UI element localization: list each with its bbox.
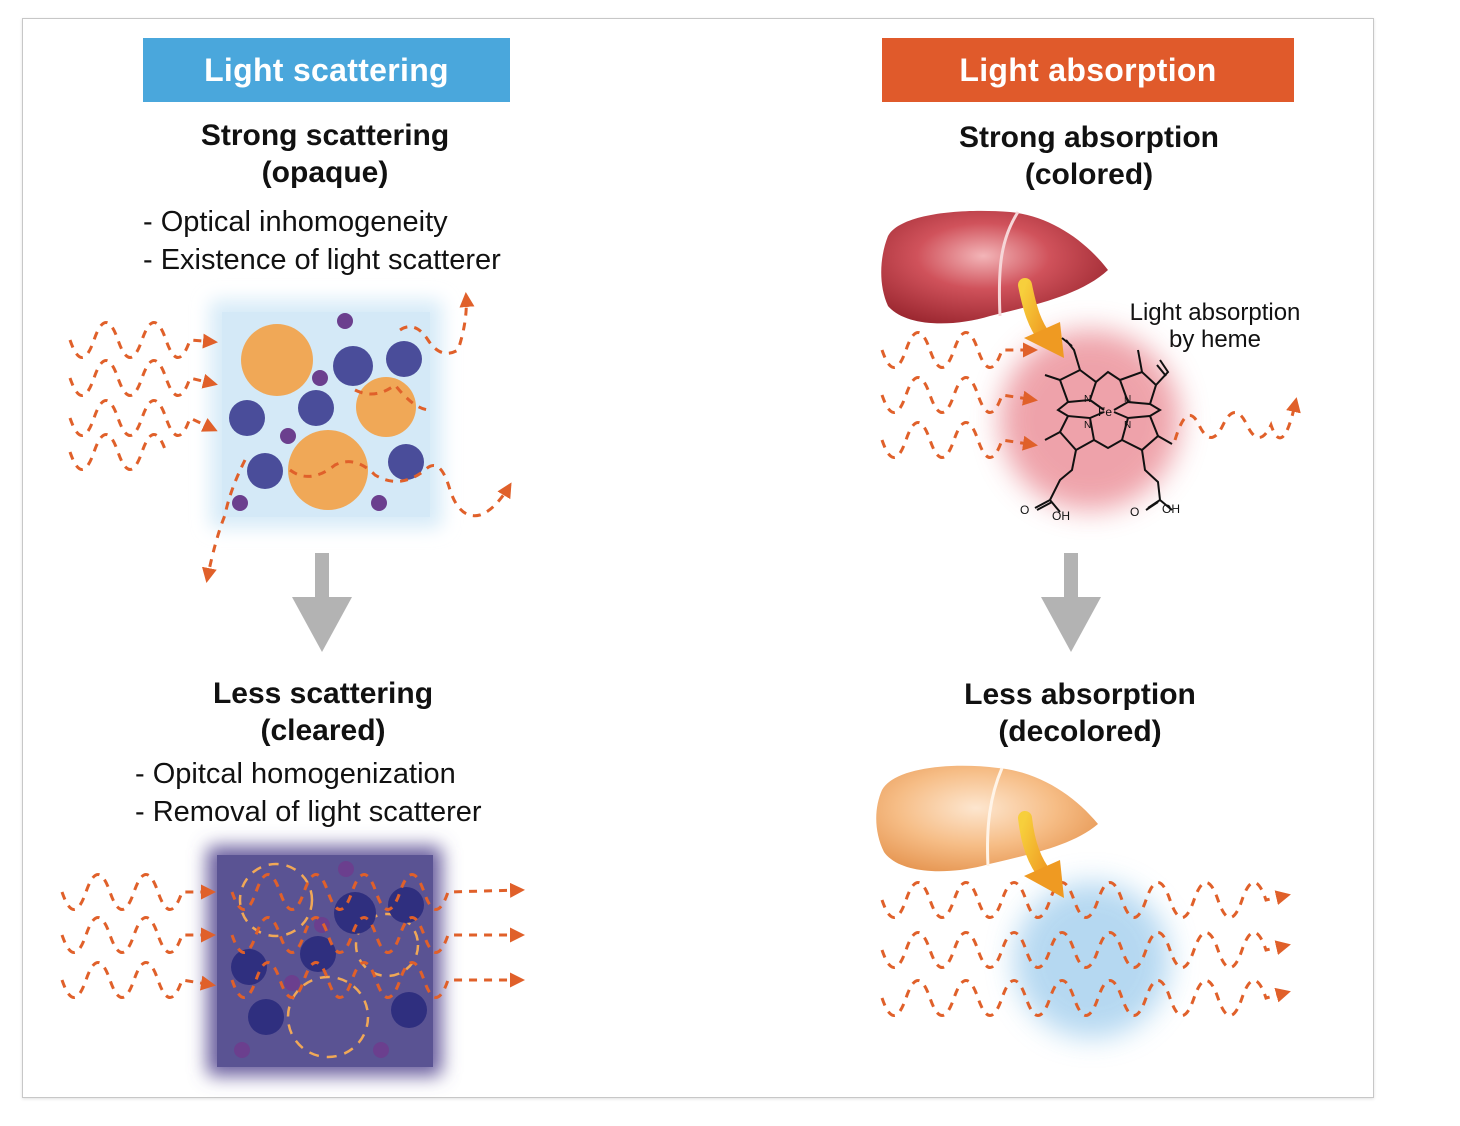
left-process-arrow bbox=[292, 553, 352, 652]
transmitted-light-rays-left bbox=[60, 873, 525, 999]
decolored-liver bbox=[876, 765, 1098, 872]
strong-absorption-title: Strong absorption bbox=[959, 121, 1219, 154]
bullet-item: - Removal of light scatterer bbox=[135, 796, 482, 828]
right-process-arrow bbox=[1041, 553, 1101, 652]
svg-text:N: N bbox=[1084, 394, 1091, 405]
heme-absorption-note: Light absorption by heme bbox=[1110, 299, 1320, 353]
less-scattering-heading: Less scattering (cleared) bbox=[113, 675, 533, 749]
strong-absorption-heading: Strong absorption (colored) bbox=[879, 119, 1299, 193]
strong-scattering-subtitle: (opaque) bbox=[261, 156, 389, 189]
bullet-item: - Opitcal homogenization bbox=[135, 758, 456, 790]
heme-atom-labels: Fe N N N N O OH O OH bbox=[1020, 394, 1180, 523]
cleared-tiny-scatterers bbox=[234, 861, 389, 1058]
strong-scattering-bullets: - Optical inhomogeneity - Existence of l… bbox=[143, 203, 501, 279]
less-absorption-title: Less absorption bbox=[964, 678, 1196, 711]
bullet-item: - Existence of light scatterer bbox=[143, 244, 501, 276]
decolored-glow bbox=[1014, 882, 1170, 1038]
heme-note-line1: Light absorption bbox=[1129, 299, 1301, 326]
colored-liver bbox=[881, 210, 1108, 324]
absorption-light-rays bbox=[880, 331, 1301, 459]
svg-text:N: N bbox=[1084, 420, 1091, 431]
less-absorption-heading: Less absorption (decolored) bbox=[870, 676, 1290, 750]
svg-text:N: N bbox=[1124, 420, 1131, 431]
cleared-scatterer-outlines bbox=[238, 862, 420, 1059]
svg-text:N: N bbox=[1124, 394, 1131, 405]
yellow-curved-arrow-bottom bbox=[1018, 811, 1064, 898]
svg-text:O: O bbox=[1020, 503, 1029, 517]
heme-note-line2: by heme bbox=[1168, 326, 1262, 353]
light-absorption-badge: Light absorption bbox=[882, 38, 1294, 102]
strong-absorption-subtitle: (colored) bbox=[1024, 158, 1154, 191]
bullet-item: - Optical inhomogeneity bbox=[143, 206, 448, 238]
tiny-scatterers bbox=[232, 313, 387, 511]
less-scattering-bullets: - Opitcal homogenization - Removal of li… bbox=[135, 755, 482, 831]
less-scattering-title: Less scattering bbox=[212, 677, 434, 710]
svg-text:OH: OH bbox=[1162, 502, 1180, 516]
strong-scattering-title: Strong scattering bbox=[200, 119, 450, 152]
less-scattering-subtitle: (cleared) bbox=[260, 714, 386, 747]
small-scatterers bbox=[229, 341, 424, 489]
yellow-curved-arrow-top bbox=[1018, 278, 1064, 358]
scattered-light-rays bbox=[68, 292, 512, 583]
svg-text:O: O bbox=[1130, 505, 1139, 519]
less-absorption-subtitle: (decolored) bbox=[998, 715, 1162, 748]
svg-text:OH: OH bbox=[1052, 509, 1070, 523]
strong-scattering-heading: Strong scattering (opaque) bbox=[115, 117, 535, 191]
svg-text:Fe: Fe bbox=[1098, 405, 1112, 419]
light-scattering-badge: Light scattering bbox=[143, 38, 510, 102]
heme-molecule bbox=[1034, 337, 1173, 513]
